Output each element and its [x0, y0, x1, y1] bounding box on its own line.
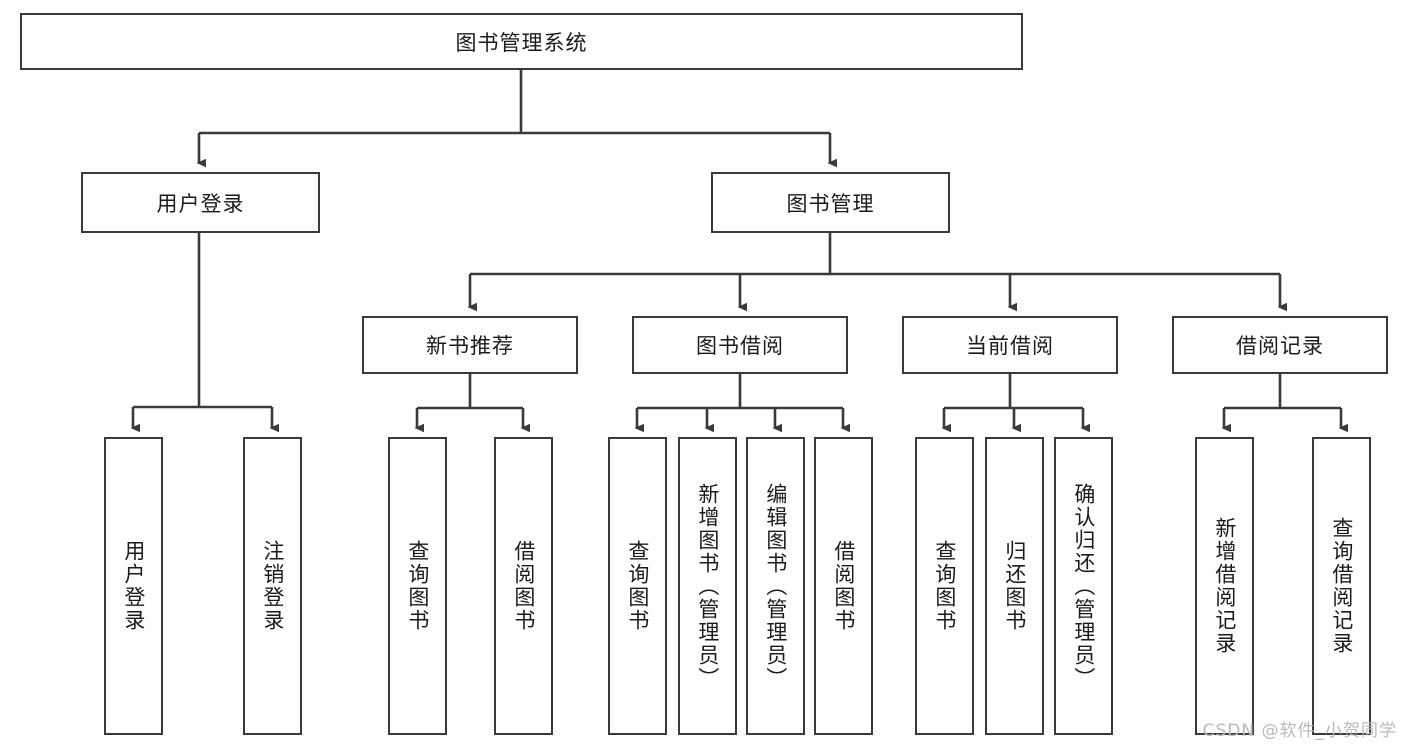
node-label: 新书推荐	[426, 334, 514, 358]
node-user-login[interactable]: 用户登录	[81, 172, 320, 233]
node-label: 查询图书	[405, 540, 430, 632]
leaf-add-borrow-record[interactable]: 新增借阅记录	[1195, 437, 1254, 735]
leaf-add-book-admin[interactable]: 新增图书（管理员）	[678, 437, 737, 735]
node-label: 新增图书（管理员）	[695, 482, 720, 690]
leaf-borrow-book-recommend[interactable]: 借阅图书	[494, 437, 553, 735]
node-label: 查询图书	[932, 540, 957, 632]
leaf-edit-book-admin[interactable]: 编辑图书（管理员）	[746, 437, 805, 735]
node-label: 借阅图书	[831, 540, 856, 632]
node-label: 借阅图书	[511, 540, 536, 632]
node-borrow-records[interactable]: 借阅记录	[1172, 316, 1388, 374]
leaf-return-book[interactable]: 归还图书	[985, 437, 1044, 735]
leaf-confirm-return-admin[interactable]: 确认归还（管理员）	[1054, 437, 1113, 735]
leaf-query-book-recommend[interactable]: 查询图书	[388, 437, 447, 735]
node-label: 图书管理系统	[455, 30, 588, 55]
node-label: 新增借阅记录	[1212, 517, 1237, 655]
node-current-borrow[interactable]: 当前借阅	[902, 316, 1118, 374]
node-label: 查询图书	[625, 540, 650, 632]
csdn-watermark: CSDN @软件_小贺同学	[1202, 721, 1397, 741]
node-label: 图书管理	[786, 191, 875, 216]
leaf-query-borrow-record[interactable]: 查询借阅记录	[1312, 437, 1371, 735]
node-label: 图书借阅	[696, 334, 784, 358]
node-label: 借阅记录	[1236, 334, 1324, 358]
node-label: 注销登录	[260, 540, 285, 632]
node-label: 确认归还（管理员）	[1071, 482, 1096, 690]
node-label: 查询借阅记录	[1329, 517, 1354, 655]
leaf-query-book-borrow[interactable]: 查询图书	[608, 437, 667, 735]
leaf-logout-login[interactable]: 注销登录	[243, 437, 302, 735]
leaf-user-login[interactable]: 用户登录	[104, 437, 163, 735]
node-label: 用户登录	[156, 191, 245, 216]
leaf-query-book-current[interactable]: 查询图书	[915, 437, 974, 735]
node-label: 当前借阅	[966, 334, 1054, 358]
node-book-management[interactable]: 图书管理	[711, 172, 950, 233]
node-label: 编辑图书（管理员）	[763, 482, 788, 690]
node-book-borrow[interactable]: 图书借阅	[632, 316, 848, 374]
leaf-borrow-book[interactable]: 借阅图书	[814, 437, 873, 735]
node-new-book-recommend[interactable]: 新书推荐	[362, 316, 578, 374]
node-label: 用户登录	[121, 540, 146, 632]
node-label: 归还图书	[1002, 540, 1027, 632]
node-root-book-management-system[interactable]: 图书管理系统	[20, 13, 1023, 70]
